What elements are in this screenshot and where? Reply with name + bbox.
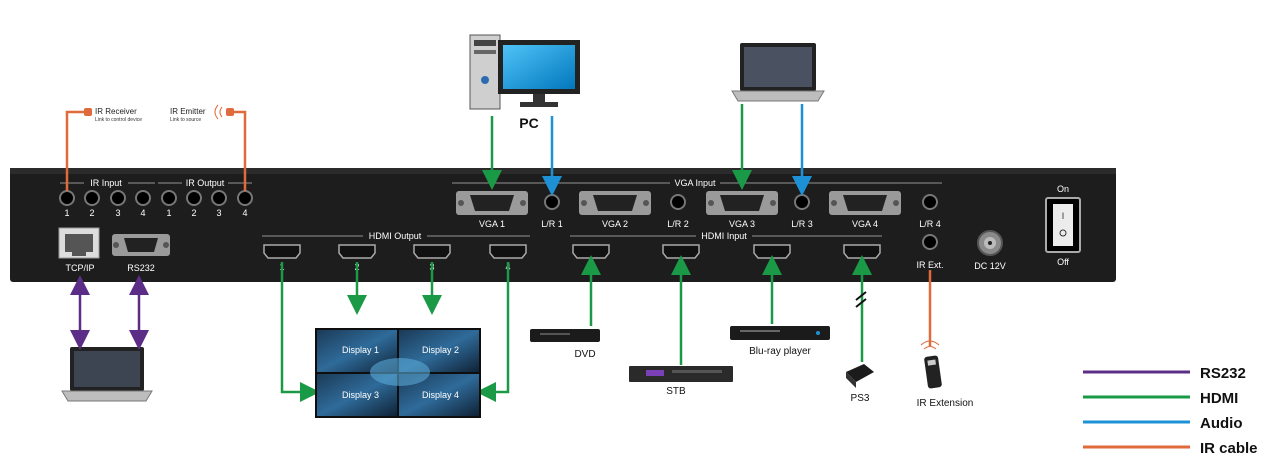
ir-output-port-label: 2 bbox=[191, 208, 196, 218]
matrix-panel bbox=[10, 168, 1116, 282]
power-on-label: On bbox=[1057, 184, 1069, 194]
bluray-label: Blu-ray player bbox=[749, 346, 811, 357]
bluray-player-icon bbox=[730, 326, 830, 340]
ir-jack[interactable] bbox=[59, 190, 75, 206]
tcpip-port[interactable] bbox=[58, 227, 100, 259]
ir-ext-label: IR Ext. bbox=[916, 260, 943, 270]
audio-port-label: L/R 4 bbox=[919, 219, 941, 229]
ir-output-port-label: 4 bbox=[242, 208, 247, 218]
hdmi-input-port[interactable] bbox=[662, 244, 700, 259]
vga-port[interactable] bbox=[706, 191, 778, 215]
video-wall: Display 1 Display 2 Display 3 Display 4 bbox=[315, 328, 481, 418]
legend: RS232 HDMI Audio IR cable bbox=[1083, 365, 1258, 457]
ir-input-port-label: 1 bbox=[64, 208, 69, 218]
dvd-label: DVD bbox=[574, 349, 595, 360]
legend-label-ir-cable: IR cable bbox=[1200, 440, 1258, 457]
audio-jack[interactable] bbox=[794, 194, 810, 210]
pc-monitor-icon bbox=[498, 40, 580, 107]
ir-jack[interactable] bbox=[186, 190, 202, 206]
ir-receiver-cable bbox=[65, 110, 88, 191]
legend-label-hdmi: HDMI bbox=[1200, 390, 1238, 407]
vga-port[interactable] bbox=[456, 191, 528, 215]
ir-output-jacks: 1 2 3 4 bbox=[161, 190, 253, 218]
ir-emitter-cable bbox=[232, 110, 247, 191]
ir-jack[interactable] bbox=[237, 190, 253, 206]
power-switch[interactable]: I bbox=[1045, 197, 1081, 253]
ir-input-port-label: 2 bbox=[89, 208, 94, 218]
tcpip-label: TCP/IP bbox=[65, 263, 94, 273]
hdmi-output-port[interactable] bbox=[338, 244, 376, 259]
ir-emitter-icon bbox=[226, 108, 234, 116]
vga-port-label: VGA 2 bbox=[602, 219, 628, 229]
ir-input-label: IR Input bbox=[90, 178, 122, 188]
stb-label: STB bbox=[666, 386, 686, 397]
vga-ports: VGA 1 VGA 2 VGA 3 VGA 4 bbox=[456, 191, 901, 229]
ir-emitter-sub: Link to source bbox=[170, 117, 201, 123]
stb-icon bbox=[629, 366, 733, 382]
display-4-label: Display 4 bbox=[422, 390, 459, 400]
display-2-label: Display 2 bbox=[422, 345, 459, 355]
hdmi-input-port[interactable] bbox=[572, 244, 610, 259]
ir-ext-jack[interactable] bbox=[922, 234, 938, 250]
hdmi-input-label: HDMI Input bbox=[701, 231, 747, 241]
ir-jack[interactable] bbox=[110, 190, 126, 206]
vga-port-label: VGA 3 bbox=[729, 219, 755, 229]
ir-jack[interactable] bbox=[161, 190, 177, 206]
ps3-console-icon bbox=[846, 364, 874, 388]
audio-jack[interactable] bbox=[670, 194, 686, 210]
ir-receiver-sub: Link to control device bbox=[95, 117, 142, 123]
hdmi-output-port[interactable] bbox=[413, 244, 451, 259]
ir-output-port-label: 3 bbox=[216, 208, 221, 218]
dvd-player-icon bbox=[530, 329, 600, 342]
laptop-control-icon bbox=[61, 347, 153, 402]
laptop-top-icon bbox=[731, 43, 825, 102]
ir-extension-label: IR Extension bbox=[917, 398, 974, 409]
dc-power-jack[interactable] bbox=[977, 230, 1003, 256]
vga-port[interactable] bbox=[829, 191, 901, 215]
rs232-label: RS232 bbox=[127, 263, 155, 273]
hdmi-output-port[interactable] bbox=[263, 244, 301, 259]
svg-text:I: I bbox=[1062, 211, 1065, 221]
dc-label: DC 12V bbox=[974, 261, 1006, 271]
hdmi-output-port[interactable] bbox=[489, 244, 527, 259]
display-1-label: Display 1 bbox=[342, 345, 379, 355]
power-off-label: Off bbox=[1057, 257, 1069, 267]
ir-input-port-label: 4 bbox=[140, 208, 145, 218]
hdmi-input-port[interactable] bbox=[753, 244, 791, 259]
remote-control-icon bbox=[920, 340, 942, 389]
audio-jack[interactable] bbox=[544, 194, 560, 210]
display-3-label: Display 3 bbox=[342, 390, 379, 400]
pc-label: PC bbox=[519, 115, 538, 131]
vga-input-label: VGA Input bbox=[674, 178, 716, 188]
ir-output-port-label: 1 bbox=[166, 208, 171, 218]
audio-port-label: L/R 1 bbox=[541, 219, 563, 229]
ir-jack[interactable] bbox=[135, 190, 151, 206]
ps3-label: PS3 bbox=[851, 393, 870, 404]
cable-break-icon bbox=[855, 291, 867, 308]
hdmi-out-4-cable bbox=[476, 262, 510, 402]
hdmi-out-1-cable bbox=[280, 262, 320, 402]
vga-port-label: VGA 1 bbox=[479, 219, 505, 229]
audio-ports: L/R 1 L/R 2 L/R 3 L/R 4 bbox=[541, 194, 941, 229]
ir-jack[interactable] bbox=[211, 190, 227, 206]
audio-port-label: L/R 3 bbox=[791, 219, 813, 229]
hdmi-input-port[interactable] bbox=[843, 244, 881, 259]
ir-emitter-label: IR Emitter bbox=[170, 107, 206, 116]
vga-port[interactable] bbox=[579, 191, 651, 215]
hdmi-output-label: HDMI Output bbox=[369, 231, 422, 241]
pc-tower-icon bbox=[469, 34, 501, 110]
legend-label-rs232: RS232 bbox=[1200, 365, 1246, 382]
ir-signal-icon bbox=[214, 104, 223, 120]
ir-jack[interactable] bbox=[84, 190, 100, 206]
audio-jack[interactable] bbox=[922, 194, 938, 210]
ir-input-port-label: 3 bbox=[115, 208, 120, 218]
vga-port-label: VGA 4 bbox=[852, 219, 878, 229]
ir-receiver-icon bbox=[84, 108, 92, 116]
rs232-port[interactable] bbox=[112, 234, 170, 256]
ir-receiver-label: IR Receiver bbox=[95, 107, 137, 116]
legend-label-audio: Audio bbox=[1200, 415, 1243, 432]
ir-output-label: IR Output bbox=[186, 178, 225, 188]
audio-port-label: L/R 2 bbox=[667, 219, 689, 229]
